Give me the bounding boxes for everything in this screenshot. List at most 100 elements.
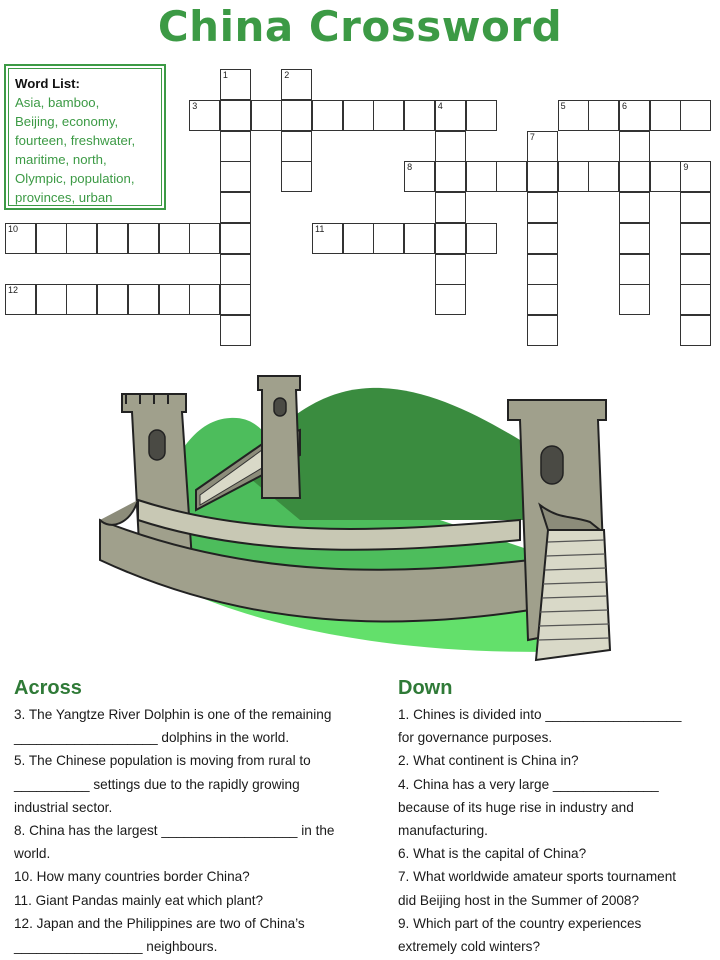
crossword-cell[interactable] <box>219 222 251 254</box>
crossword-cell[interactable] <box>619 253 650 285</box>
crossword-cell[interactable] <box>465 161 497 193</box>
crossword-cell[interactable] <box>281 100 313 131</box>
clue-number: 7 <box>529 131 535 142</box>
crossword-cell[interactable] <box>434 161 466 193</box>
crossword-cell[interactable] <box>189 222 221 254</box>
clue-number: 10 <box>8 223 19 234</box>
crossword-cell[interactable]: 2 <box>281 69 313 101</box>
crossword-cell[interactable] <box>127 222 159 254</box>
down-heading: Down <box>398 677 453 699</box>
clue-number: 12 <box>8 285 19 296</box>
crossword-cell[interactable]: 8 <box>404 161 436 193</box>
crossword-cell[interactable] <box>219 314 251 346</box>
crossword-cell[interactable] <box>680 192 712 224</box>
crossword-cell[interactable] <box>619 222 650 254</box>
crossword-cell[interactable] <box>680 100 712 131</box>
crossword-cell[interactable]: 10 <box>5 222 36 254</box>
crossword-cell[interactable]: 6 <box>619 100 650 131</box>
crossword-cell[interactable] <box>619 192 650 224</box>
crossword-cell[interactable] <box>97 222 129 254</box>
across-clue-line: industrial sector. <box>14 799 113 815</box>
crossword-cell[interactable] <box>526 192 558 224</box>
crossword-cell[interactable] <box>434 130 466 162</box>
crossword-cell[interactable] <box>526 253 558 285</box>
crossword-cell[interactable] <box>35 284 67 316</box>
crossword-cell[interactable] <box>680 253 712 285</box>
crossword-cell[interactable] <box>66 222 98 254</box>
crossword-cell[interactable] <box>526 314 558 346</box>
crossword-cell[interactable] <box>588 100 620 131</box>
crossword-cell[interactable] <box>619 130 650 162</box>
across-clue-line: 3. The Yangtze River Dolphin is one of t… <box>14 707 332 722</box>
crossword-cell[interactable] <box>342 222 374 254</box>
right-tower-window <box>540 445 564 485</box>
crossword-cell[interactable] <box>434 222 466 254</box>
crossword-cell[interactable] <box>619 284 650 316</box>
word-list-line: Olympic, population, <box>15 171 135 186</box>
across-clues: 3. The Yangtze River Dolphin is one of t… <box>14 703 334 958</box>
crossword-cell[interactable] <box>404 222 436 254</box>
crossword-cell[interactable] <box>526 161 558 193</box>
crossword-cell[interactable] <box>373 222 405 254</box>
crossword-cell[interactable] <box>281 130 313 162</box>
crossword-cell[interactable] <box>66 284 98 316</box>
crossword-cell[interactable] <box>219 100 251 131</box>
down-clue-line: 2. What continent is China in? <box>398 753 579 769</box>
crossword-cell[interactable] <box>649 161 681 193</box>
crossword-cell[interactable] <box>281 161 313 193</box>
crossword-cell[interactable] <box>219 253 251 285</box>
crossword-cell[interactable] <box>219 161 251 193</box>
small-tower-window <box>273 397 287 417</box>
crossword-cell[interactable] <box>404 100 436 131</box>
crossword-cell[interactable] <box>526 284 558 316</box>
crossword-cell[interactable] <box>35 222 67 254</box>
small-tower <box>257 375 302 499</box>
crossword-cell[interactable] <box>219 130 251 162</box>
crossword-cell[interactable]: 5 <box>557 100 589 131</box>
crossword-cell[interactable] <box>557 161 589 193</box>
crossword-cell[interactable]: 11 <box>312 222 343 254</box>
crossword-cell[interactable] <box>250 100 282 131</box>
crossword-cell[interactable] <box>619 161 650 193</box>
crossword-cell[interactable] <box>496 161 528 193</box>
crossword-cell[interactable]: 9 <box>680 161 712 193</box>
crossword-cell[interactable]: 4 <box>434 100 466 131</box>
word-list-inner: Word List: Asia, bamboo, Beijing, econom… <box>8 68 162 206</box>
crossword-cell[interactable] <box>158 284 190 316</box>
crossword-cell[interactable] <box>680 222 712 254</box>
crossword-cell[interactable]: 1 <box>219 69 251 101</box>
down-clue-line: 1. Chines is divided into ______________… <box>398 707 682 722</box>
crossword-cell[interactable] <box>465 100 497 131</box>
crossword-cell[interactable] <box>680 284 712 316</box>
crossword-cell[interactable] <box>588 161 620 193</box>
crossword-cell[interactable] <box>649 100 681 131</box>
crossword-cell[interactable] <box>219 284 251 316</box>
down-clue-line: for governance purposes. <box>398 730 553 746</box>
across-clue-line: 11. Giant Pandas mainly eat which plant? <box>14 892 264 908</box>
crossword-cell[interactable] <box>127 284 159 316</box>
crossword-cell[interactable] <box>158 222 190 254</box>
clue-number: 5 <box>560 101 566 111</box>
down-clue-line: 9. Which part of the country experiences <box>398 915 642 931</box>
down-clues: 1. Chines is divided into ______________… <box>398 703 681 958</box>
crossword-cell[interactable]: 3 <box>189 100 221 131</box>
crossword-cell[interactable] <box>680 314 712 346</box>
crossword-cell[interactable] <box>526 222 558 254</box>
crossword-cell[interactable] <box>342 100 374 131</box>
crossword-cell[interactable] <box>465 222 497 254</box>
crossword-cell[interactable]: 7 <box>526 130 558 162</box>
word-list-line: Asia, bamboo, <box>15 95 100 110</box>
crossword-cell[interactable] <box>434 284 466 316</box>
crossword-cell[interactable] <box>373 100 405 131</box>
crossword-cell[interactable] <box>97 284 129 316</box>
crossword-cell[interactable] <box>219 192 251 224</box>
crossword-cell[interactable]: 12 <box>5 284 36 316</box>
crossword-cell[interactable] <box>434 192 466 224</box>
clue-number: 2 <box>284 70 290 81</box>
crossword-cell[interactable] <box>312 100 343 131</box>
clue-number: 9 <box>683 162 689 173</box>
word-list-line: fourteen, freshwater, <box>15 133 136 148</box>
crossword-cell[interactable] <box>434 253 466 285</box>
crossword-cell[interactable] <box>189 284 221 316</box>
